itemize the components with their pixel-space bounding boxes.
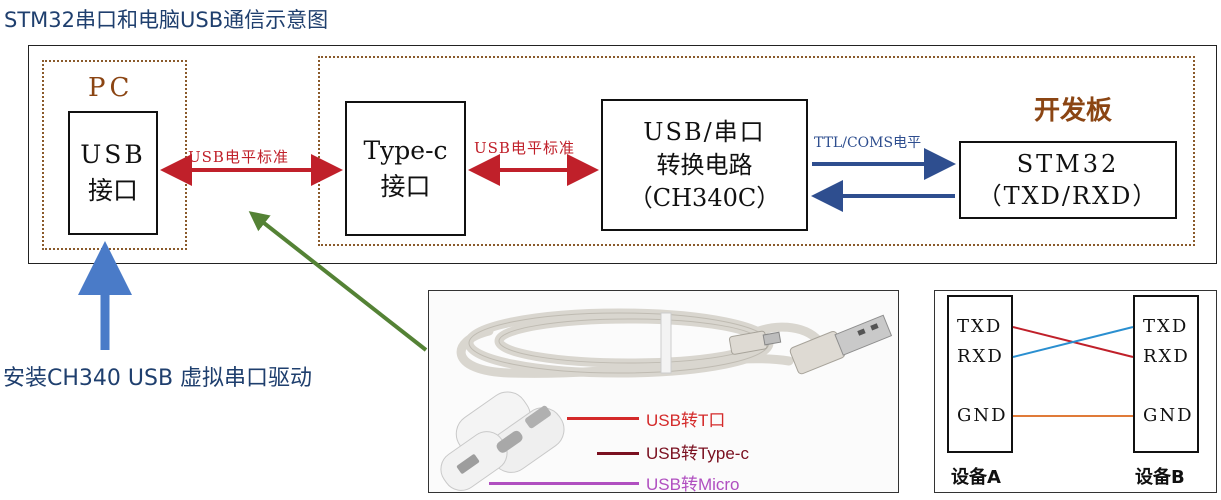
ttl-level-label: TTL/COMS电平: [814, 132, 921, 152]
device-b-label: 设备B: [1135, 463, 1185, 489]
pc-usb-line-1: USB: [80, 137, 146, 173]
legend-label-t-port: USB转T口: [646, 406, 725, 431]
typec-line-1: Type-c: [363, 133, 447, 169]
usb-standard-label-1: USB电平标准: [188, 146, 289, 167]
diagram-title: STM32串口和电脑USB通信示意图: [4, 4, 328, 34]
typec-line-2: 接口: [380, 169, 430, 205]
converter-line-2: 转换电路: [657, 149, 753, 182]
legend-label-typec: USB转Type-c: [646, 439, 749, 464]
usb-standard-label-2: USB电平标准: [474, 137, 575, 158]
converter-line-1: USB/串口: [643, 116, 765, 149]
stm32-box: STM32 （TXD/RXD）: [959, 141, 1177, 219]
crossover-panel: TXD RXD GND TXD RXD GND 设备A 设备B: [934, 290, 1217, 493]
pc-usb-box: USB 接口: [68, 111, 158, 235]
legend-line-micro: [489, 482, 639, 485]
converter-box: USB/串口 转换电路 （CH340C）: [601, 99, 808, 231]
device-a-label: 设备A: [951, 463, 1001, 489]
pc-label: PC: [88, 73, 133, 103]
stm32-line-1: STM32: [1017, 148, 1120, 180]
legend-line-typec: [597, 452, 639, 455]
legend-line-t-port: [567, 417, 639, 420]
usb-cable-photo: USB转T口 USB转Type-c USB转Micro: [428, 290, 899, 493]
stm32-line-2: （TXD/RXD）: [978, 180, 1159, 212]
driver-note: 安装CH340 USB 虚拟串口驱动: [3, 360, 312, 392]
converter-line-3: （CH340C）: [629, 182, 780, 215]
pc-usb-line-2: 接口: [88, 173, 138, 209]
board-label: 开发板: [1034, 90, 1112, 127]
typec-box: Type-c 接口: [345, 101, 466, 236]
legend-label-micro: USB转Micro: [646, 470, 740, 493]
